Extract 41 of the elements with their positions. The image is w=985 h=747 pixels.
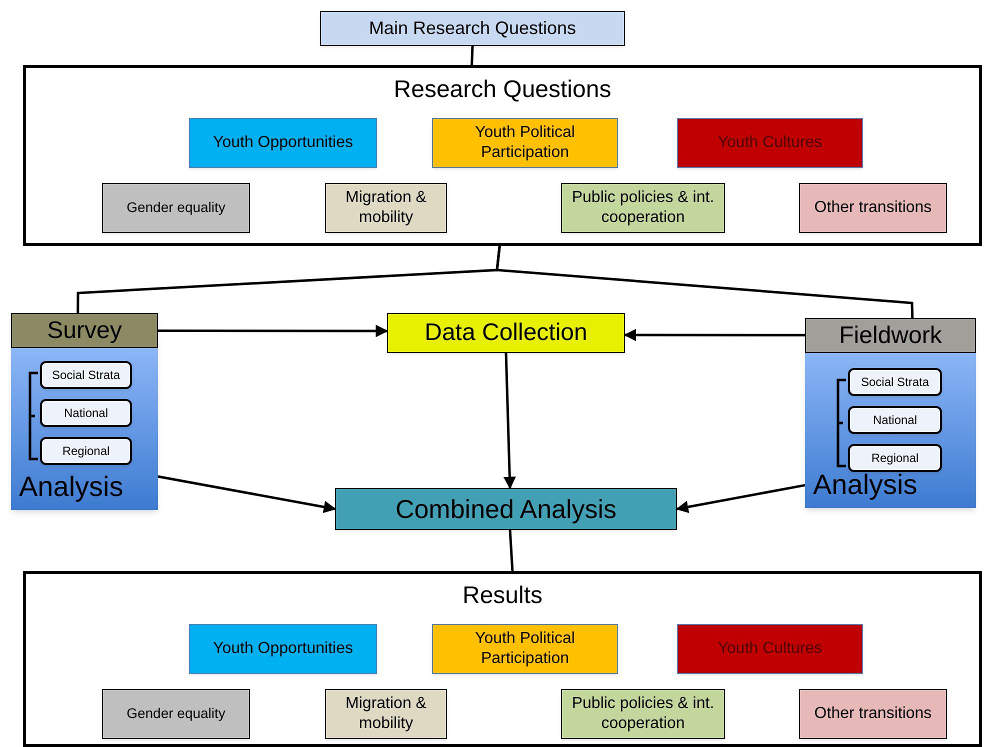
category-box: Youth Opportunities xyxy=(189,118,377,168)
category-box: Youth Cultures xyxy=(677,118,863,168)
panel-title: Survey xyxy=(47,318,122,342)
topic-box: Gender equality xyxy=(102,689,250,739)
topic-box: Public policies & int. cooperation xyxy=(561,183,725,233)
level-box: Social Strata xyxy=(848,368,942,396)
connector-line xyxy=(470,46,474,66)
group-panel xyxy=(23,65,982,246)
level-box: Regional xyxy=(40,437,132,465)
panel-footer-label: Analysis xyxy=(813,469,918,500)
level-box: Regional xyxy=(848,444,942,472)
arrow xyxy=(158,475,336,514)
topic-box: Other transitions xyxy=(799,689,947,739)
group-panel xyxy=(23,571,982,747)
process-box: Combined Analysis xyxy=(335,488,677,530)
category-box: Youth Opportunities xyxy=(189,624,377,674)
topic-box: Gender equality xyxy=(102,183,250,233)
connector-line xyxy=(496,246,914,318)
level-box: Social Strata xyxy=(40,361,132,389)
title-box: Main Research Questions xyxy=(320,11,625,46)
process-box: Data Collection xyxy=(387,313,625,353)
topic-box: Migration & mobility xyxy=(325,183,447,233)
panel-heading: Results xyxy=(462,581,543,611)
level-box: National xyxy=(848,406,942,434)
panel-title: Fieldwork xyxy=(839,324,942,348)
category-box: Youth Political Participation xyxy=(432,624,618,674)
category-box: Youth Cultures xyxy=(677,624,863,674)
category-box: Youth Political Participation xyxy=(432,118,618,168)
panel-heading: Research Questions xyxy=(394,75,612,105)
analysis-panel xyxy=(11,313,158,510)
arrow xyxy=(158,324,388,338)
topic-box: Migration & mobility xyxy=(325,689,447,739)
topic-box: Public policies & int. cooperation xyxy=(561,689,725,739)
arrow xyxy=(624,328,805,342)
arrow xyxy=(676,484,806,514)
level-box: National xyxy=(40,399,132,427)
arrow xyxy=(503,352,516,490)
connector-line xyxy=(508,530,514,572)
topic-box: Other transitions xyxy=(799,183,947,233)
analysis-panel xyxy=(805,318,976,508)
panel-footer-label: Analysis xyxy=(19,471,124,502)
